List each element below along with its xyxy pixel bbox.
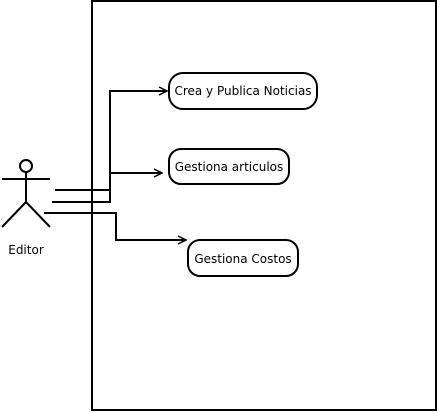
use-case-label: Crea y Publica Noticias	[174, 84, 311, 98]
connector-crea-y-publica-noticias	[55, 91, 167, 191]
actor-label: Editor	[8, 243, 44, 257]
use-case-gestiona-costos[interactable]: Gestiona Costos	[187, 239, 299, 277]
system-boundary	[91, 0, 437, 411]
use-case-box	[168, 148, 290, 185]
actor-right-leg	[25, 201, 51, 228]
use-case-gestiona-articulos[interactable]: Gestiona articulos	[168, 148, 290, 185]
use-case-crea-y-publica-noticias[interactable]: Crea y Publica Noticias	[168, 72, 318, 110]
use-case-box	[187, 239, 299, 277]
use-case-label: Gestiona Costos	[194, 252, 291, 266]
actor-editor-figure[interactable]	[1, 159, 51, 228]
use-case-label: Gestiona articulos	[175, 160, 284, 174]
use-case-box	[168, 72, 318, 110]
actor-left-leg	[1, 201, 27, 228]
connector-gestiona-costos	[44, 212, 186, 240]
actor-head	[19, 159, 33, 173]
connector-gestiona-articulos	[52, 173, 162, 203]
